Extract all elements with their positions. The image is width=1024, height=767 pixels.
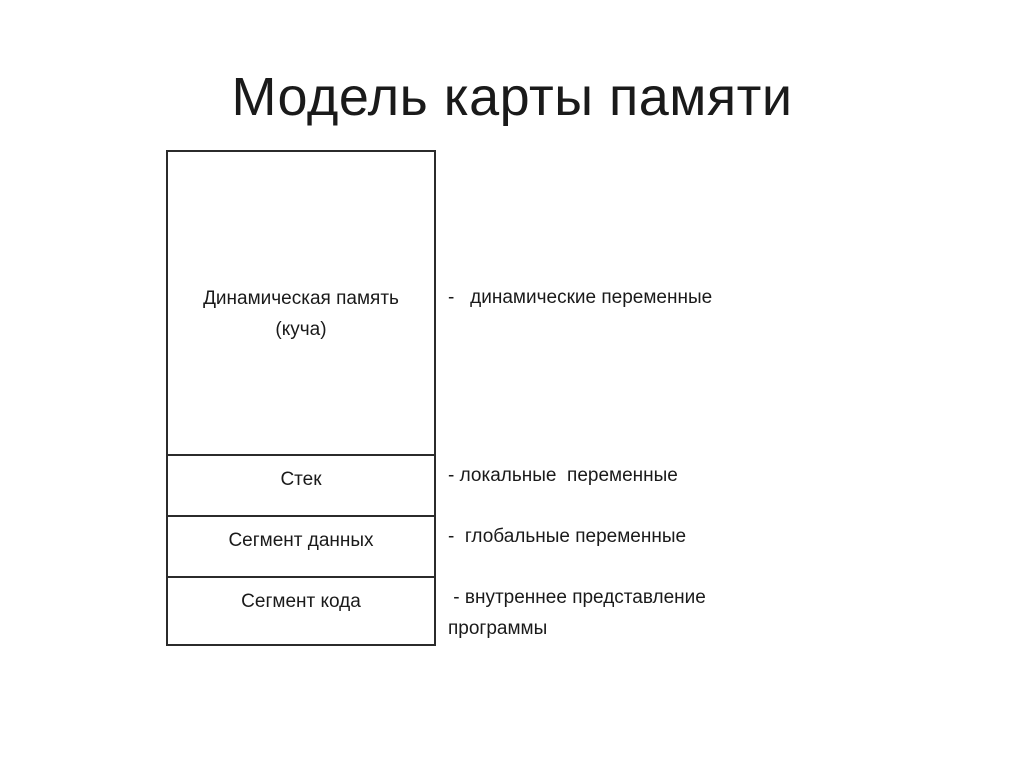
description-stack: - локальные переменные: [448, 465, 678, 486]
segment-heap-label-line2: (куча): [275, 319, 327, 340]
segment-heap-label-line1: Динамическая память: [203, 288, 399, 309]
description-code-line1: - внутреннее представление: [448, 587, 706, 608]
segment-data-label: Сегмент данных: [228, 530, 374, 551]
memory-map-diagram: Динамическая память (куча) Стек Сегмент …: [166, 150, 436, 646]
segment-code-label: Сегмент кода: [241, 591, 361, 612]
slide-title: Модель карты памяти: [231, 67, 793, 127]
description-code-line2: программы: [448, 618, 548, 639]
description-data: - глобальные переменные: [448, 526, 687, 547]
segment-stack: Стек: [168, 454, 434, 516]
description-code: - внутреннее представление программы: [448, 582, 706, 644]
segment-data: Сегмент данных: [168, 515, 434, 577]
description-heap: - динамические переменные: [448, 287, 713, 308]
segment-heap: Динамическая память (куча): [168, 152, 434, 455]
segment-code: Сегмент кода: [168, 576, 434, 646]
segment-stack-label: Стек: [280, 469, 322, 490]
segment-heap-label: Динамическая память (куча): [168, 283, 434, 345]
